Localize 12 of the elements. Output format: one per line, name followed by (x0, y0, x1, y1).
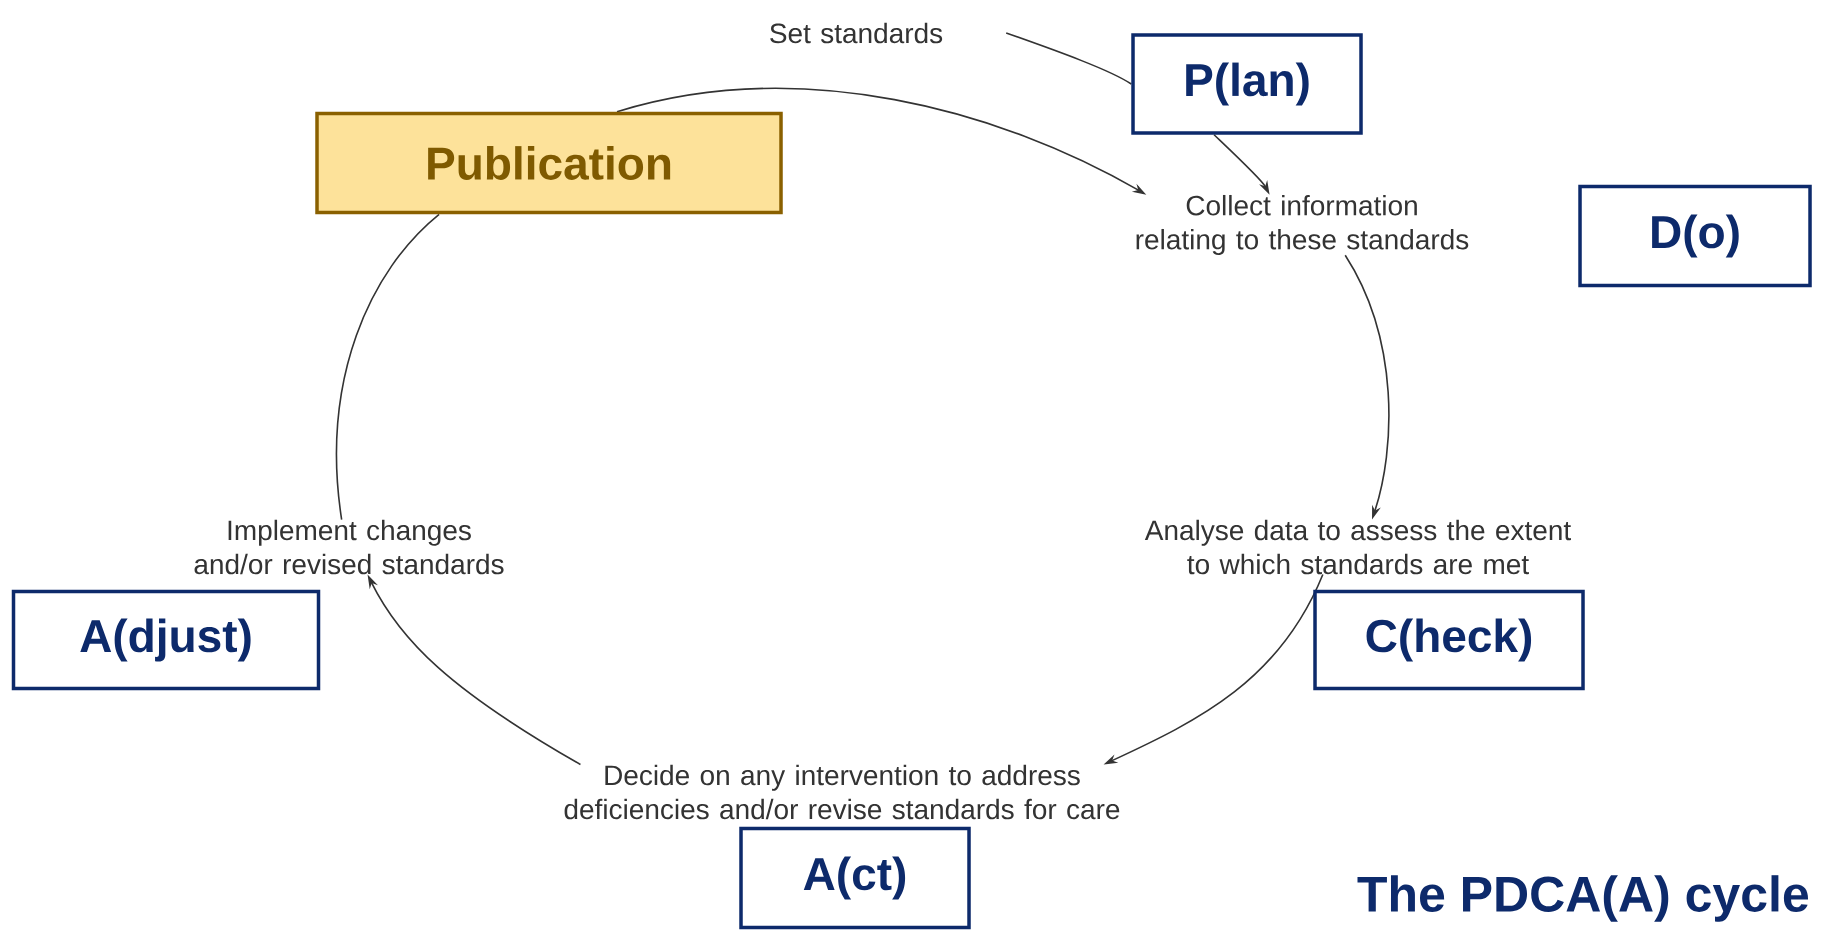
step-text: Decide on any intervention to address deficiencies and/or revise standards for care (564, 764, 1120, 820)
stage-box: D(o) (1578, 184, 1812, 288)
step-text: Implement changes and/or revised standards (194, 519, 504, 575)
stage-box: P(lan) (1131, 33, 1363, 135)
step-text: Analyse data to assess the extent to which standards are met (1144, 519, 1571, 575)
step-text: Collect information relating to these standards (1136, 194, 1469, 256)
step-text: Set standards (770, 22, 943, 44)
title: The PDCA(A) cycle (1357, 875, 1809, 922)
stage-box: A(djust) (11, 589, 321, 691)
stage-box: C(heck) (1313, 589, 1585, 691)
stage-box: A(ct) (739, 826, 971, 930)
highlight-box: Publication (315, 111, 783, 215)
